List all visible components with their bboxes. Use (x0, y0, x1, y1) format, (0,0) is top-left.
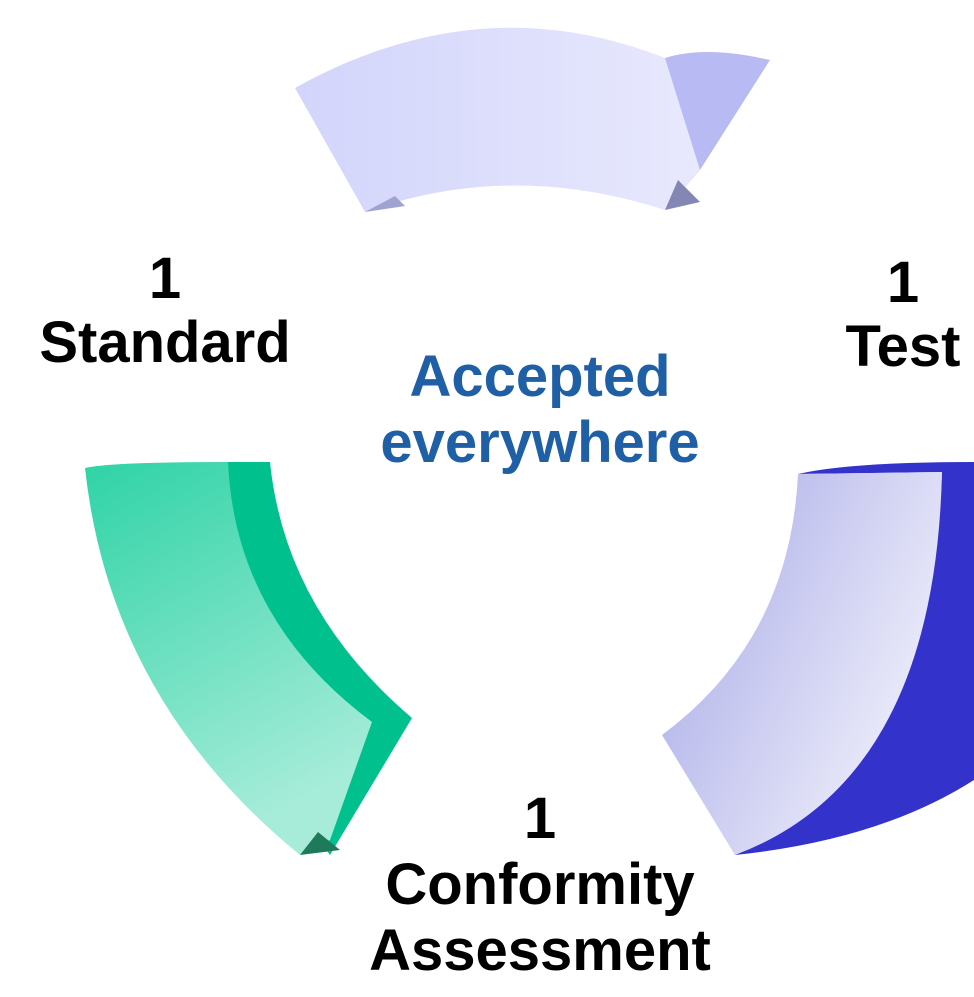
top-arc-shadow-left (365, 196, 405, 212)
conformity-label: 1 Conformity Assessment (300, 786, 780, 984)
right-arc-segment (662, 462, 974, 855)
test-label: 1 Test (808, 254, 974, 376)
standard-label: 1 Standard (10, 250, 320, 372)
top-arc-segment (295, 27, 770, 213)
left-arc-face (85, 462, 372, 855)
conformity-line-1: Conformity (385, 852, 695, 917)
right-arc-side (735, 462, 974, 855)
test-text: Test (845, 314, 961, 379)
center-line-2: everywhere (380, 410, 700, 475)
conformity-number: 1 (523, 786, 557, 851)
top-arc-face (295, 27, 700, 213)
test-number: 1 (886, 250, 920, 315)
left-arc-shadow (300, 832, 340, 855)
left-arc-side (227, 462, 412, 855)
left-arc-segment (85, 462, 412, 855)
standard-number: 1 (148, 246, 182, 311)
right-arc-face (662, 472, 942, 855)
center-line-1: Accepted (409, 344, 671, 409)
standard-text: Standard (39, 310, 291, 375)
top-arc-shadow (665, 180, 700, 210)
conformity-line-2: Assessment (369, 918, 711, 983)
center-label: Accepted everywhere (340, 344, 740, 476)
